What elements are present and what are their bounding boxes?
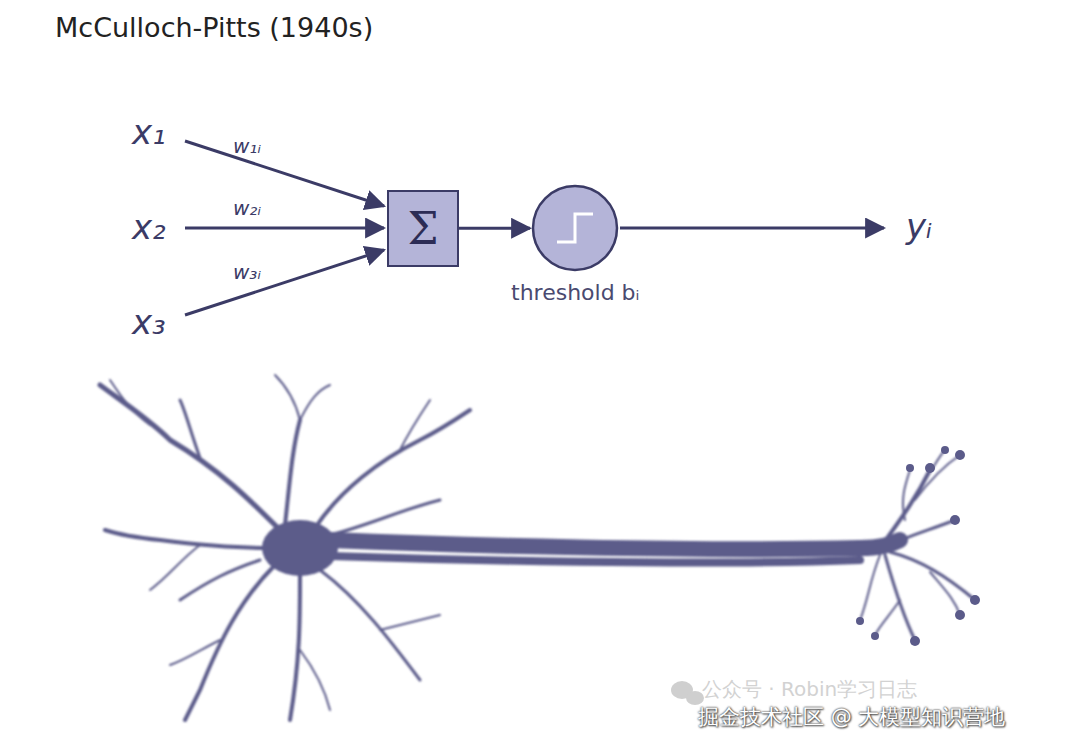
sum-box: Σ [387,190,459,267]
sum-symbol: Σ [407,203,438,254]
input-wire [185,250,384,315]
input-wire [185,141,384,206]
input-var: x₂ [132,207,166,247]
weight-label: w₁ᵢ [233,134,261,158]
input-wire [185,227,384,230]
weight-label: w₃ᵢ [233,260,261,284]
threshold-circle: threshold bᵢ [531,184,619,272]
neuron-drawing [100,375,975,720]
output-wire [620,227,884,230]
input-var: x₃ [132,302,166,342]
threshold-label: threshold bᵢ [511,280,640,305]
watermark: 掘金技术社区 @ 大模型知识营地 [698,703,1005,731]
wechat-icon [671,681,704,705]
weight-label: w₂ᵢ [233,196,261,220]
watermark-faded: 公众号 · Robin学习日志 [702,676,917,703]
connector [459,227,530,230]
axon-terminal-dots [856,446,980,646]
input-var: x₁ [132,112,166,152]
diagram-title: McCulloch-Pitts (1940s) [55,12,373,43]
output-var: yᵢ [906,206,932,246]
circle-outline [531,184,619,272]
